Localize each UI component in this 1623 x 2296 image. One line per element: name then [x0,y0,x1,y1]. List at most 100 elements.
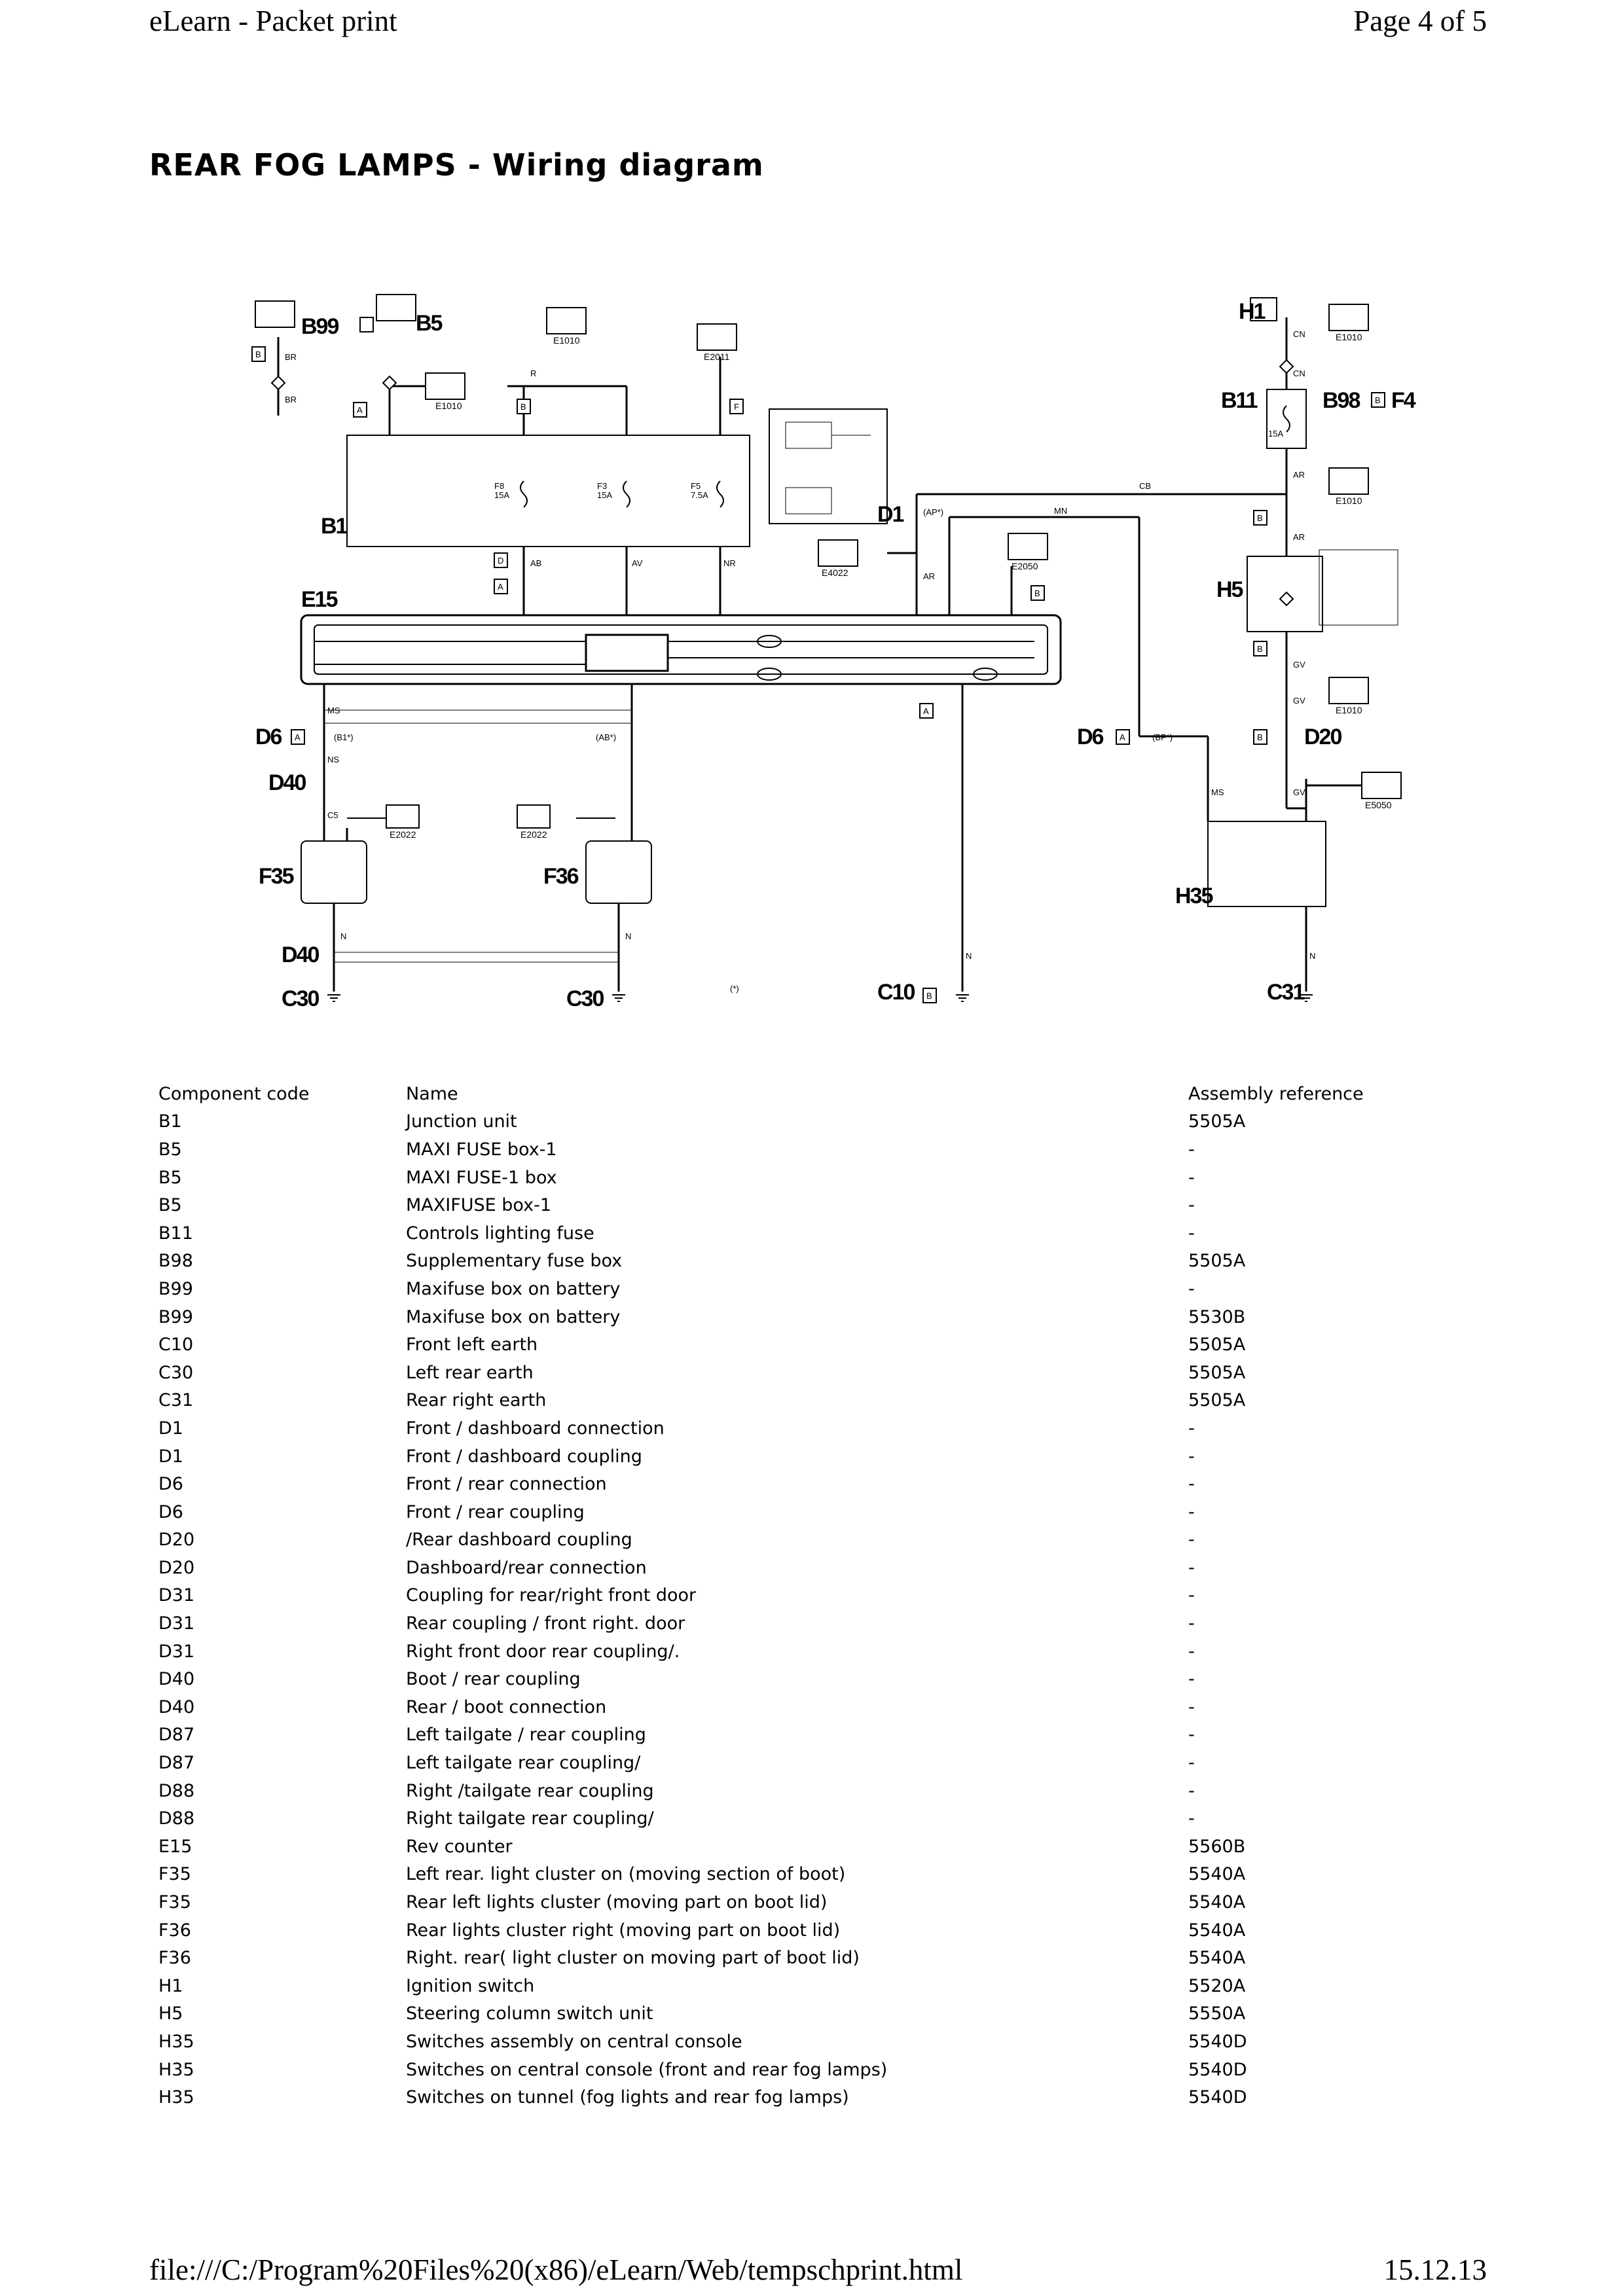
cell-code: D88 [158,1808,195,1829]
b1-junction-unit-box [346,435,750,547]
cell-name: Boot / rear coupling [406,1669,581,1690]
svg-text:E5050: E5050 [1365,800,1392,810]
svg-text:E1010: E1010 [1336,495,1362,506]
column-header-name: Name [406,1083,458,1104]
cell-name: Right /tailgate rear coupling [406,1780,654,1801]
label-b1: B1 [321,514,348,539]
cell-code: B99 [158,1306,193,1327]
label-d40-top: D40 [268,770,306,795]
cell-name: Left rear earth [406,1362,534,1383]
cell-assembly: 5505A [1188,1251,1246,1272]
cell-name: MAXI FUSE-1 box [406,1167,557,1188]
svg-text:NS: NS [327,755,339,764]
svg-text:(*): (*) [730,984,739,994]
cell-assembly: - [1188,1530,1195,1551]
svg-text:GV: GV [1293,787,1305,797]
cell-name: Steering column switch unit [406,2003,653,2024]
cell-assembly: - [1188,1474,1195,1495]
cell-code: D31 [158,1613,195,1634]
svg-text:AR: AR [1293,532,1305,542]
cell-assembly: 5540A [1188,1948,1246,1969]
svg-text:BR: BR [285,352,297,362]
cell-code: C10 [158,1335,194,1355]
label-c31: C31 [1267,980,1304,1005]
svg-text:A: A [923,706,929,716]
cell-code: D20 [158,1530,195,1551]
table-row: D20/Rear dashboard coupling - [158,1526,1402,1554]
cell-assembly: - [1188,1641,1195,1662]
svg-text:B: B [520,402,526,412]
cell-name: Switches assembly on central console [406,2031,742,2052]
svg-text:N: N [966,951,972,961]
cell-assembly: 5540A [1188,1920,1246,1941]
svg-text:MN: MN [1054,506,1067,516]
column-header-code: Component code [158,1083,310,1104]
label-c30-right: C30 [566,986,604,1011]
svg-text:(AB*): (AB*) [596,732,616,742]
cell-name: Left rear. light cluster on (moving sect… [406,1864,846,1885]
table-row: D6 Front / rear coupling - [158,1498,1402,1526]
component-table: Component code Name Assembly reference B… [158,1080,1402,2111]
cell-code: D31 [158,1641,195,1662]
svg-text:A: A [498,582,503,592]
cell-code: D6 [158,1501,183,1522]
table-row: D88 Right /tailgate rear coupling - [158,1777,1402,1805]
cell-name: Right. rear( light cluster on moving par… [406,1948,860,1969]
cell-assembly: - [1188,1501,1195,1522]
cell-name: Front / dashboard connection [406,1418,665,1439]
label-f35: F35 [259,864,294,889]
cell-assembly: 5540D [1188,2031,1247,2052]
svg-text:B: B [1034,588,1040,598]
cell-code: E15 [158,1836,192,1857]
cell-name: Maxifuse box on battery [406,1306,621,1327]
svg-text:(AP*): (AP*) [923,507,943,517]
cell-name: Dashboard/rear connection [406,1557,647,1578]
cell-name: Rear left lights cluster (moving part on… [406,1892,828,1913]
label-d20: D20 [1304,725,1341,749]
cell-code: D40 [158,1696,195,1717]
cell-assembly: - [1188,1167,1195,1188]
cell-code: H35 [158,2059,194,2080]
svg-text:AV: AV [632,558,643,568]
svg-text:E2050: E2050 [1012,561,1038,571]
label-h35: H35 [1175,884,1213,908]
label-b11: B11 [1221,388,1258,413]
svg-text:(B1*): (B1*) [334,732,354,742]
svg-text:N: N [340,931,346,941]
cell-name: Front / rear coupling [406,1501,585,1522]
svg-text:C5: C5 [327,810,338,820]
cell-assembly: - [1188,1446,1195,1467]
cell-name: MAXI FUSE box-1 [406,1139,557,1160]
cell-name: /Rear dashboard coupling [406,1530,632,1551]
cell-name: Left tailgate rear coupling/ [406,1753,641,1774]
cell-code: B5 [158,1167,182,1188]
svg-text:GV: GV [1293,696,1305,706]
label-c10: C10 [877,980,915,1005]
cell-assembly: - [1188,1585,1195,1606]
svg-text:15A: 15A [1268,429,1283,439]
cell-assembly: - [1188,1753,1195,1774]
cell-code: D88 [158,1780,195,1801]
cell-name: Rear / boot connection [406,1696,607,1717]
cell-assembly: - [1188,1780,1195,1801]
svg-text:B: B [255,350,261,359]
cell-assembly: - [1188,1613,1195,1634]
svg-text:MS: MS [327,706,340,715]
cell-assembly: 5540A [1188,1864,1246,1885]
cell-assembly: 5530B [1188,1306,1246,1327]
